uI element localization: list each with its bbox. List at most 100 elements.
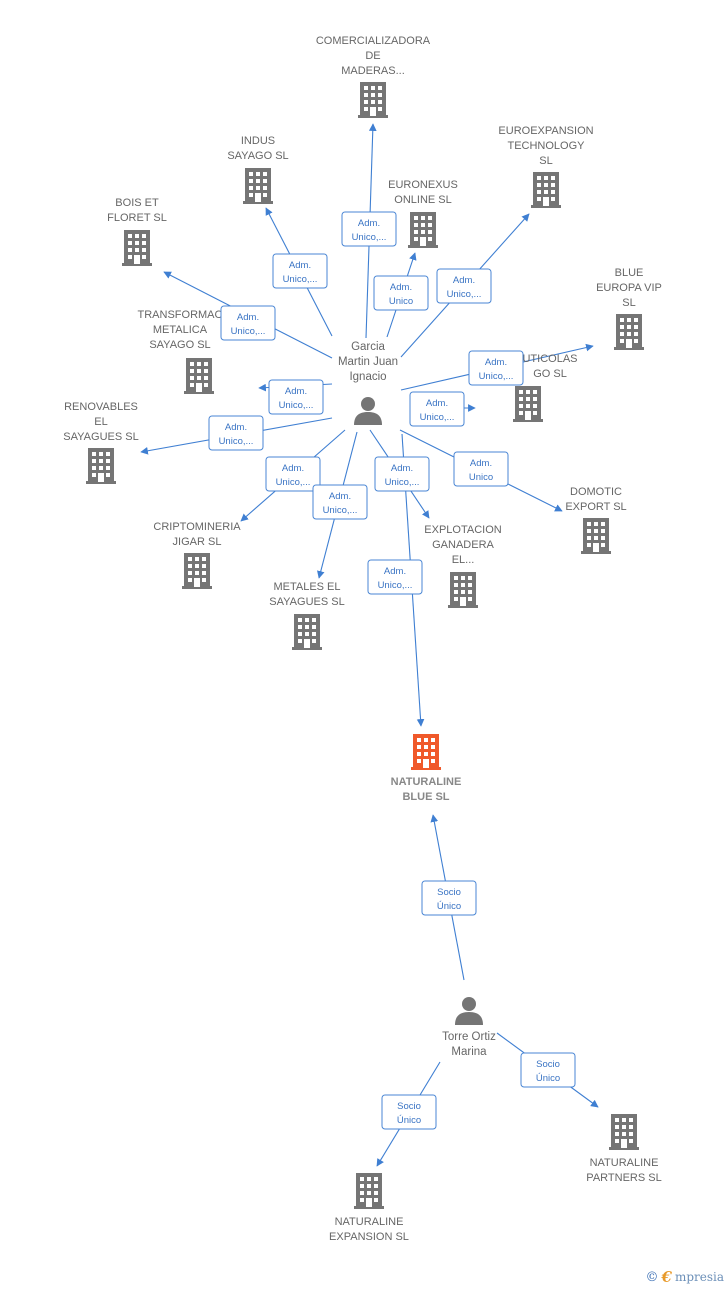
building-icon <box>122 230 152 266</box>
company-label: EURONEXUS <box>388 179 458 191</box>
company-node-c_bois[interactable]: BOIS ET FLORET SL <box>107 197 167 266</box>
edge-label-c_renov[interactable]: Adm.Unico,... <box>208 415 264 451</box>
person-label: Martin Juan <box>338 356 398 368</box>
company-node-c_comercial[interactable]: COMERCIALIZADORADEMADERAS... <box>316 35 431 118</box>
company-label: EL... <box>452 554 475 566</box>
edge-label-text: Socio <box>397 1101 421 1112</box>
brand-initial: € <box>661 1268 672 1286</box>
edge-label-c_naturaline[interactable]: Adm.Unico,... <box>367 559 423 595</box>
edge-label-box <box>468 350 524 386</box>
empresia-logo[interactable]: © € mpresia <box>646 1268 725 1286</box>
edge-label-text: Adm. <box>453 275 475 286</box>
edge-label-c_domotic[interactable]: Adm.Unico <box>453 451 509 487</box>
company-label: BOIS ET <box>115 197 159 209</box>
edge-label-box <box>312 484 368 520</box>
edge-labels-layer: Adm.Unico,...Adm.Unico,...Adm.UnicoAdm.U… <box>208 211 576 1130</box>
edge-label-c_agricolas[interactable]: Adm.Unico,... <box>409 391 465 427</box>
edge-label-box <box>272 253 328 289</box>
edge-label-text: Adm. <box>391 463 413 474</box>
edge-label-box <box>453 451 509 487</box>
company-label: SL <box>539 155 552 167</box>
edge-label-text: Unico,... <box>219 436 254 447</box>
edge-label-box <box>373 275 429 311</box>
company-label: SAYAGUES SL <box>63 431 138 443</box>
building-icon <box>292 614 322 650</box>
edge-label-text: Adm. <box>485 357 507 368</box>
edge-label-box <box>409 391 465 427</box>
building-icon <box>184 358 214 394</box>
edge-label-text: Unico,... <box>447 289 482 300</box>
company-label: METALICA <box>153 324 208 336</box>
edge-label-c_comercial[interactable]: Adm. Unico,... <box>341 211 397 247</box>
company-label: GANADERA <box>432 539 494 551</box>
company-label: PARTNERS SL <box>586 1172 661 1184</box>
edge-label-c_transf[interactable]: Adm. Unico,... <box>268 379 324 415</box>
edge-label-box <box>367 559 423 595</box>
edge-label-c_euroexp[interactable]: Adm. Unico,... <box>436 268 492 304</box>
company-label: FLORET SL <box>107 212 167 224</box>
edge-label-text: Adm. <box>285 386 307 397</box>
edge-label-text: Unico,... <box>323 505 358 516</box>
company-label: EXPANSION SL <box>329 1231 409 1243</box>
company-node-c_renov[interactable]: RENOVABLES EL SAYAGUES SL <box>63 401 139 484</box>
edge-label-text: Socio <box>437 887 461 898</box>
building-icon <box>86 448 116 484</box>
brand-name: mpresia <box>674 1270 724 1284</box>
edge-label-c_euronexus[interactable]: Adm.Unico <box>373 275 429 311</box>
edge-label-c_blue[interactable]: Adm.Unico,... <box>468 350 524 386</box>
company-label: CRIPTOMINERIA <box>153 521 241 533</box>
building-icon <box>609 1114 639 1150</box>
company-label: COMERCIALIZADORA <box>316 35 431 47</box>
edge-label-text: Único <box>397 1115 421 1126</box>
edge-label-text: Unico,... <box>279 400 314 411</box>
edge-label-text: Adm. <box>289 260 311 271</box>
building-icon <box>358 82 388 118</box>
building-icon <box>411 734 441 770</box>
edge-label-box <box>374 456 430 492</box>
building-icon <box>243 168 273 204</box>
building-icon <box>448 572 478 608</box>
edge-label-c_bois[interactable]: Adm.Unico,... <box>220 305 276 341</box>
edge-label-box <box>265 456 321 492</box>
company-label: SAYAGO SL <box>149 339 210 351</box>
copyright-symbol: © <box>645 1269 659 1285</box>
person-label: Garcia <box>351 341 385 353</box>
company-label: INDUS <box>241 135 275 147</box>
edge-label-c_metales[interactable]: Adm.Unico,... <box>312 484 368 520</box>
edge-label-box <box>268 379 324 415</box>
company-label: EL <box>94 416 107 428</box>
edge-label-text: Unico,... <box>378 580 413 591</box>
nodes-layer: COMERCIALIZADORADEMADERAS...INDUSSAYAGO … <box>63 35 662 1243</box>
edge-label-text: Único <box>536 1073 560 1084</box>
edge-label-text: Unico,... <box>231 326 266 337</box>
company-label: RENOVABLES <box>64 401 138 413</box>
edge-label-text: Unico,... <box>352 232 387 243</box>
edge-label-text: Unico,... <box>385 477 420 488</box>
edge-label-c_indus[interactable]: Adm.Unico,... <box>272 253 328 289</box>
person-label: Torre Ortiz <box>442 1031 496 1043</box>
company-label: METALES EL <box>273 581 340 593</box>
edge-label-text: Adm. <box>470 458 492 469</box>
company-node-c_explot[interactable]: EXPLOTACIONGANADERAEL... <box>424 524 502 608</box>
edge-label-text: Adm. <box>358 218 380 229</box>
edge-label-c_explot[interactable]: Adm. Unico,... <box>374 456 430 492</box>
edge-label-box <box>436 268 492 304</box>
edge-label-c_cripto[interactable]: Adm.Unico,... <box>265 456 321 492</box>
